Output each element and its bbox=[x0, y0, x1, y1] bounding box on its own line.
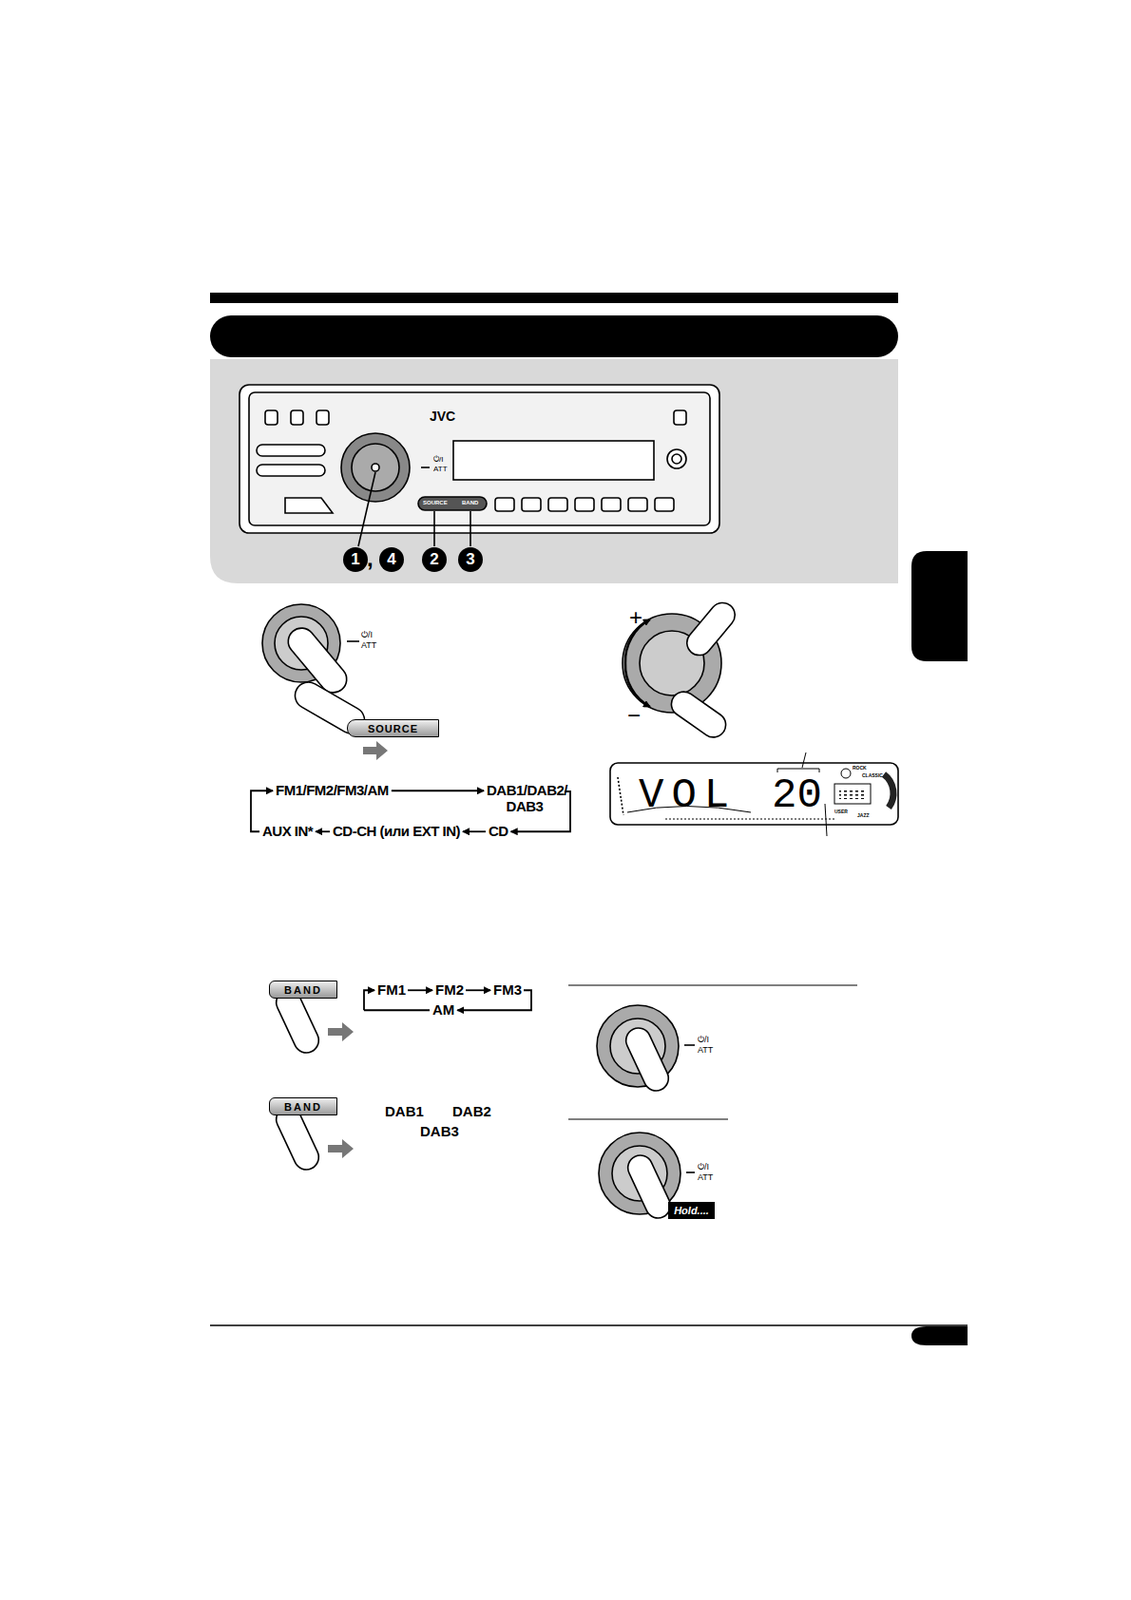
label: ATT bbox=[697, 1046, 713, 1056]
button-text: BAND bbox=[284, 984, 323, 997]
label: ROCK bbox=[852, 766, 867, 772]
label: VOL bbox=[638, 772, 737, 819]
callout-number: 1 bbox=[343, 547, 368, 573]
button-text: SOURCE bbox=[367, 723, 419, 735]
label: JVC bbox=[429, 409, 456, 424]
footer-rule bbox=[210, 1324, 968, 1327]
label: AUX IN* bbox=[262, 824, 313, 841]
label: FM1 bbox=[377, 982, 406, 999]
cycle-arrow bbox=[364, 1009, 430, 1012]
label: ⏻/I bbox=[433, 456, 443, 465]
cycle-arrow bbox=[391, 789, 484, 792]
cycle-arrow bbox=[315, 830, 330, 833]
button-text: BAND bbox=[284, 1101, 323, 1113]
label: DAB1 bbox=[384, 1104, 424, 1121]
side-tab bbox=[911, 551, 968, 662]
label: SOURCE bbox=[422, 499, 448, 507]
band-button: BAND bbox=[268, 1097, 338, 1116]
label: AM bbox=[432, 1002, 455, 1019]
label: FM1/FM2/FM3/AM bbox=[275, 783, 389, 800]
label: DAB3 bbox=[420, 1124, 460, 1141]
label: FM2 bbox=[435, 982, 464, 999]
source-button: SOURCE bbox=[346, 719, 440, 738]
label: JAZZ bbox=[857, 813, 870, 820]
label: ⏻/I bbox=[361, 631, 373, 641]
band-button: BAND bbox=[268, 980, 338, 999]
label: − bbox=[627, 703, 641, 729]
header-bar bbox=[210, 292, 899, 304]
callout-number: 4 bbox=[379, 547, 404, 573]
callout-number: 3 bbox=[458, 547, 483, 573]
label: CLASSIC bbox=[862, 773, 883, 780]
label: ⏻/I bbox=[697, 1035, 710, 1046]
label: ATT bbox=[697, 1173, 713, 1184]
cycle-arrow bbox=[465, 989, 491, 992]
label: FM3 bbox=[493, 982, 522, 999]
cycle-arrow bbox=[407, 989, 433, 992]
cycle-arrow bbox=[364, 990, 375, 1011]
label: ATT bbox=[433, 465, 448, 475]
label: + bbox=[629, 605, 643, 631]
label: USER bbox=[834, 809, 848, 816]
callout-number: 2 bbox=[421, 547, 447, 573]
leader-lines bbox=[358, 472, 471, 547]
cycle-arrow bbox=[462, 830, 486, 833]
radio-faceplate bbox=[239, 384, 720, 534]
hold-tag: Hold.... bbox=[668, 1202, 715, 1220]
label: BAND bbox=[461, 499, 479, 507]
label: 20 bbox=[771, 772, 823, 819]
label: CD-CH (или EXT IN) bbox=[332, 824, 461, 841]
title-pill bbox=[210, 315, 899, 358]
label: DAB2 bbox=[452, 1104, 492, 1121]
label: CD bbox=[488, 824, 509, 841]
label: ⏻/I bbox=[697, 1163, 710, 1173]
lcd-display bbox=[610, 752, 899, 837]
attenuate-power bbox=[568, 985, 858, 1223]
page-tab bbox=[911, 1326, 968, 1346]
band-press bbox=[271, 986, 354, 1174]
label: , bbox=[366, 546, 374, 572]
grey-panel bbox=[210, 359, 899, 584]
volume-knob bbox=[622, 597, 741, 743]
button-text: Hold.... bbox=[673, 1205, 710, 1217]
label: ATT bbox=[361, 641, 377, 652]
label: DAB1/DAB2/ DAB3 bbox=[486, 783, 563, 815]
